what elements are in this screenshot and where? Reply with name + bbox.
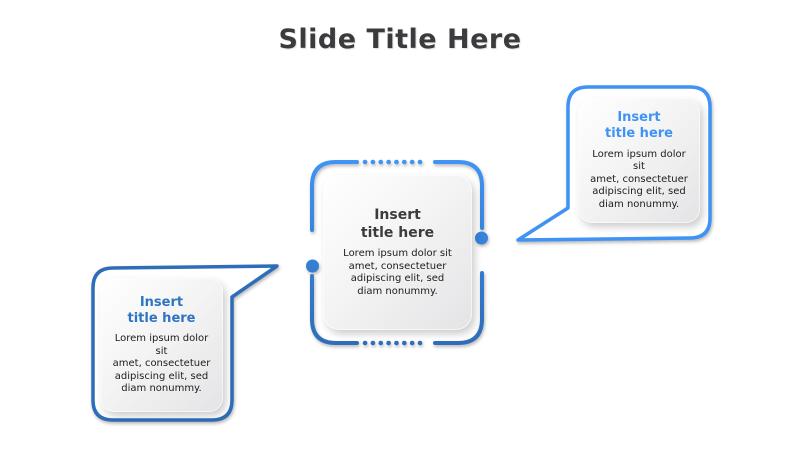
center-border-top-right-arc	[433, 160, 484, 230]
slide-title[interactable]: Slide Title Here	[278, 24, 522, 55]
center-box-border[interactable]	[306, 159, 488, 346]
card-left-title[interactable]: Insert title here	[127, 294, 196, 326]
connector-dot-left	[306, 259, 319, 273]
center-border-bottom-right-arc	[433, 271, 484, 345]
card-right-body[interactable]: Lorem ipsum dolor sit amet, consectetuer…	[590, 148, 688, 210]
card-left[interactable]: Insert title here Lorem ipsum dolor sit …	[100, 278, 223, 412]
card-center[interactable]: Insert title here Lorem ipsum dolor sit …	[323, 175, 472, 330]
card-left-body[interactable]: Lorem ipsum dolor sit amet, consectetuer…	[112, 333, 211, 394]
center-border-top-left-arc	[310, 160, 359, 232]
card-right-title[interactable]: Insert title here	[605, 110, 673, 142]
card-right[interactable]: Insert title here Lorem ipsum dolor sit …	[578, 98, 700, 223]
card-center-title[interactable]: Insert title here	[360, 207, 435, 241]
connector-dot-right	[475, 231, 488, 245]
card-center-body[interactable]: Lorem ipsum dolor sit amet, consectetuer…	[343, 248, 452, 297]
center-border-bottom-left-arc	[310, 274, 359, 345]
